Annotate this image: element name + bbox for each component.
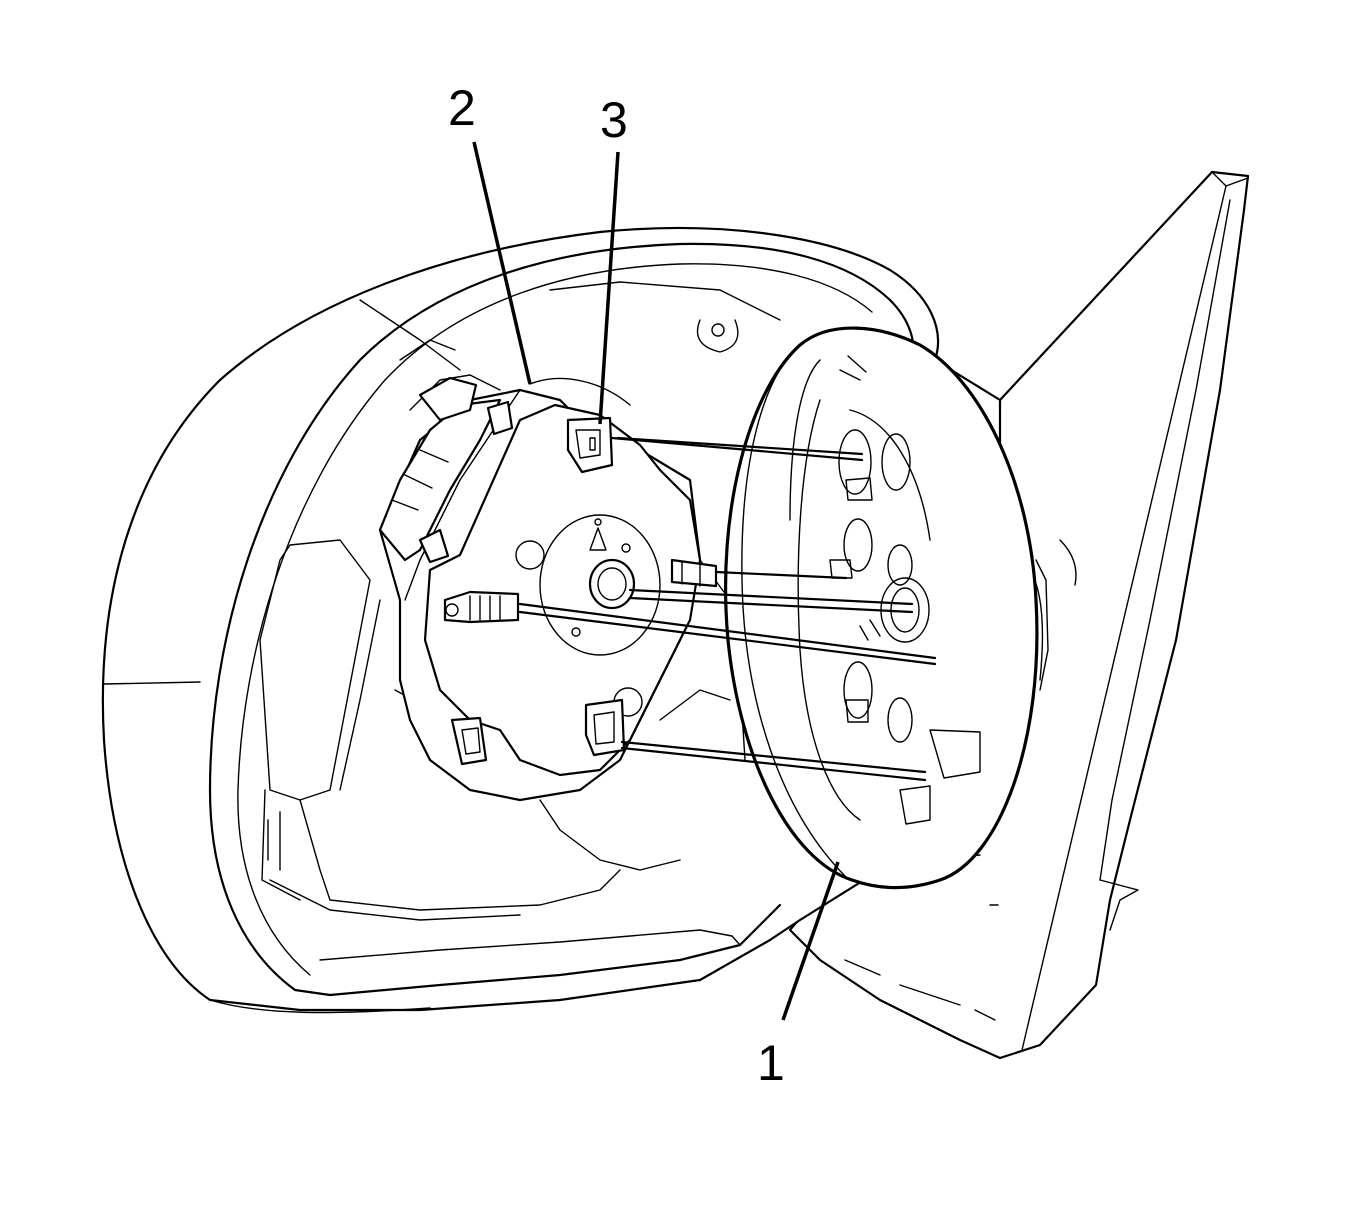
callout-1: 1 <box>757 1035 785 1091</box>
leader-3 <box>598 151 620 425</box>
callout-labels: 1 2 3 <box>448 80 785 1091</box>
housing-opening-rim <box>208 242 915 997</box>
leader-2 <box>472 141 532 385</box>
leader-1 <box>781 861 840 1021</box>
callout-3: 3 <box>600 92 628 148</box>
mirror-glass <box>724 326 1049 890</box>
alignment-lines <box>518 436 937 782</box>
callout-2: 2 <box>448 80 476 136</box>
callout-leaders <box>472 141 840 1021</box>
mirror-actuator <box>378 376 718 802</box>
